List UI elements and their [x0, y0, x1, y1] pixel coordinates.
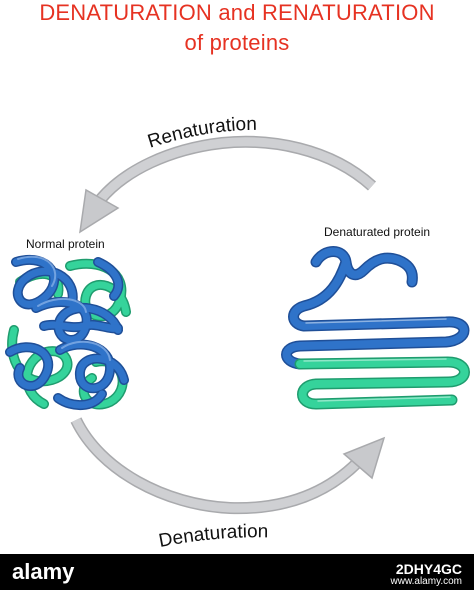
normal-protein-illustration	[5, 255, 131, 410]
renaturation-arrow	[79, 135, 377, 234]
title-line-1: DENATURATION and RENATURATION	[39, 0, 435, 25]
footer-url: www.alamy.com	[390, 576, 463, 587]
watermark-footer: alamy 2DHY4GC www.alamy.com	[0, 554, 474, 590]
denaturation-arrowhead	[342, 436, 386, 480]
title-line-2: of proteins	[184, 30, 290, 55]
denaturation-arrow	[70, 417, 386, 515]
denaturated-protein-illustration	[281, 246, 470, 410]
image-id: 2DHY4GC	[395, 561, 462, 577]
brand-logo: alamy	[12, 559, 75, 584]
renaturation-arrowhead	[79, 188, 120, 234]
denaturation-label: Denaturation	[157, 521, 268, 552]
denaturated-protein-label: Denaturated protein	[324, 225, 431, 239]
normal-protein-label: Normal protein	[26, 237, 105, 251]
